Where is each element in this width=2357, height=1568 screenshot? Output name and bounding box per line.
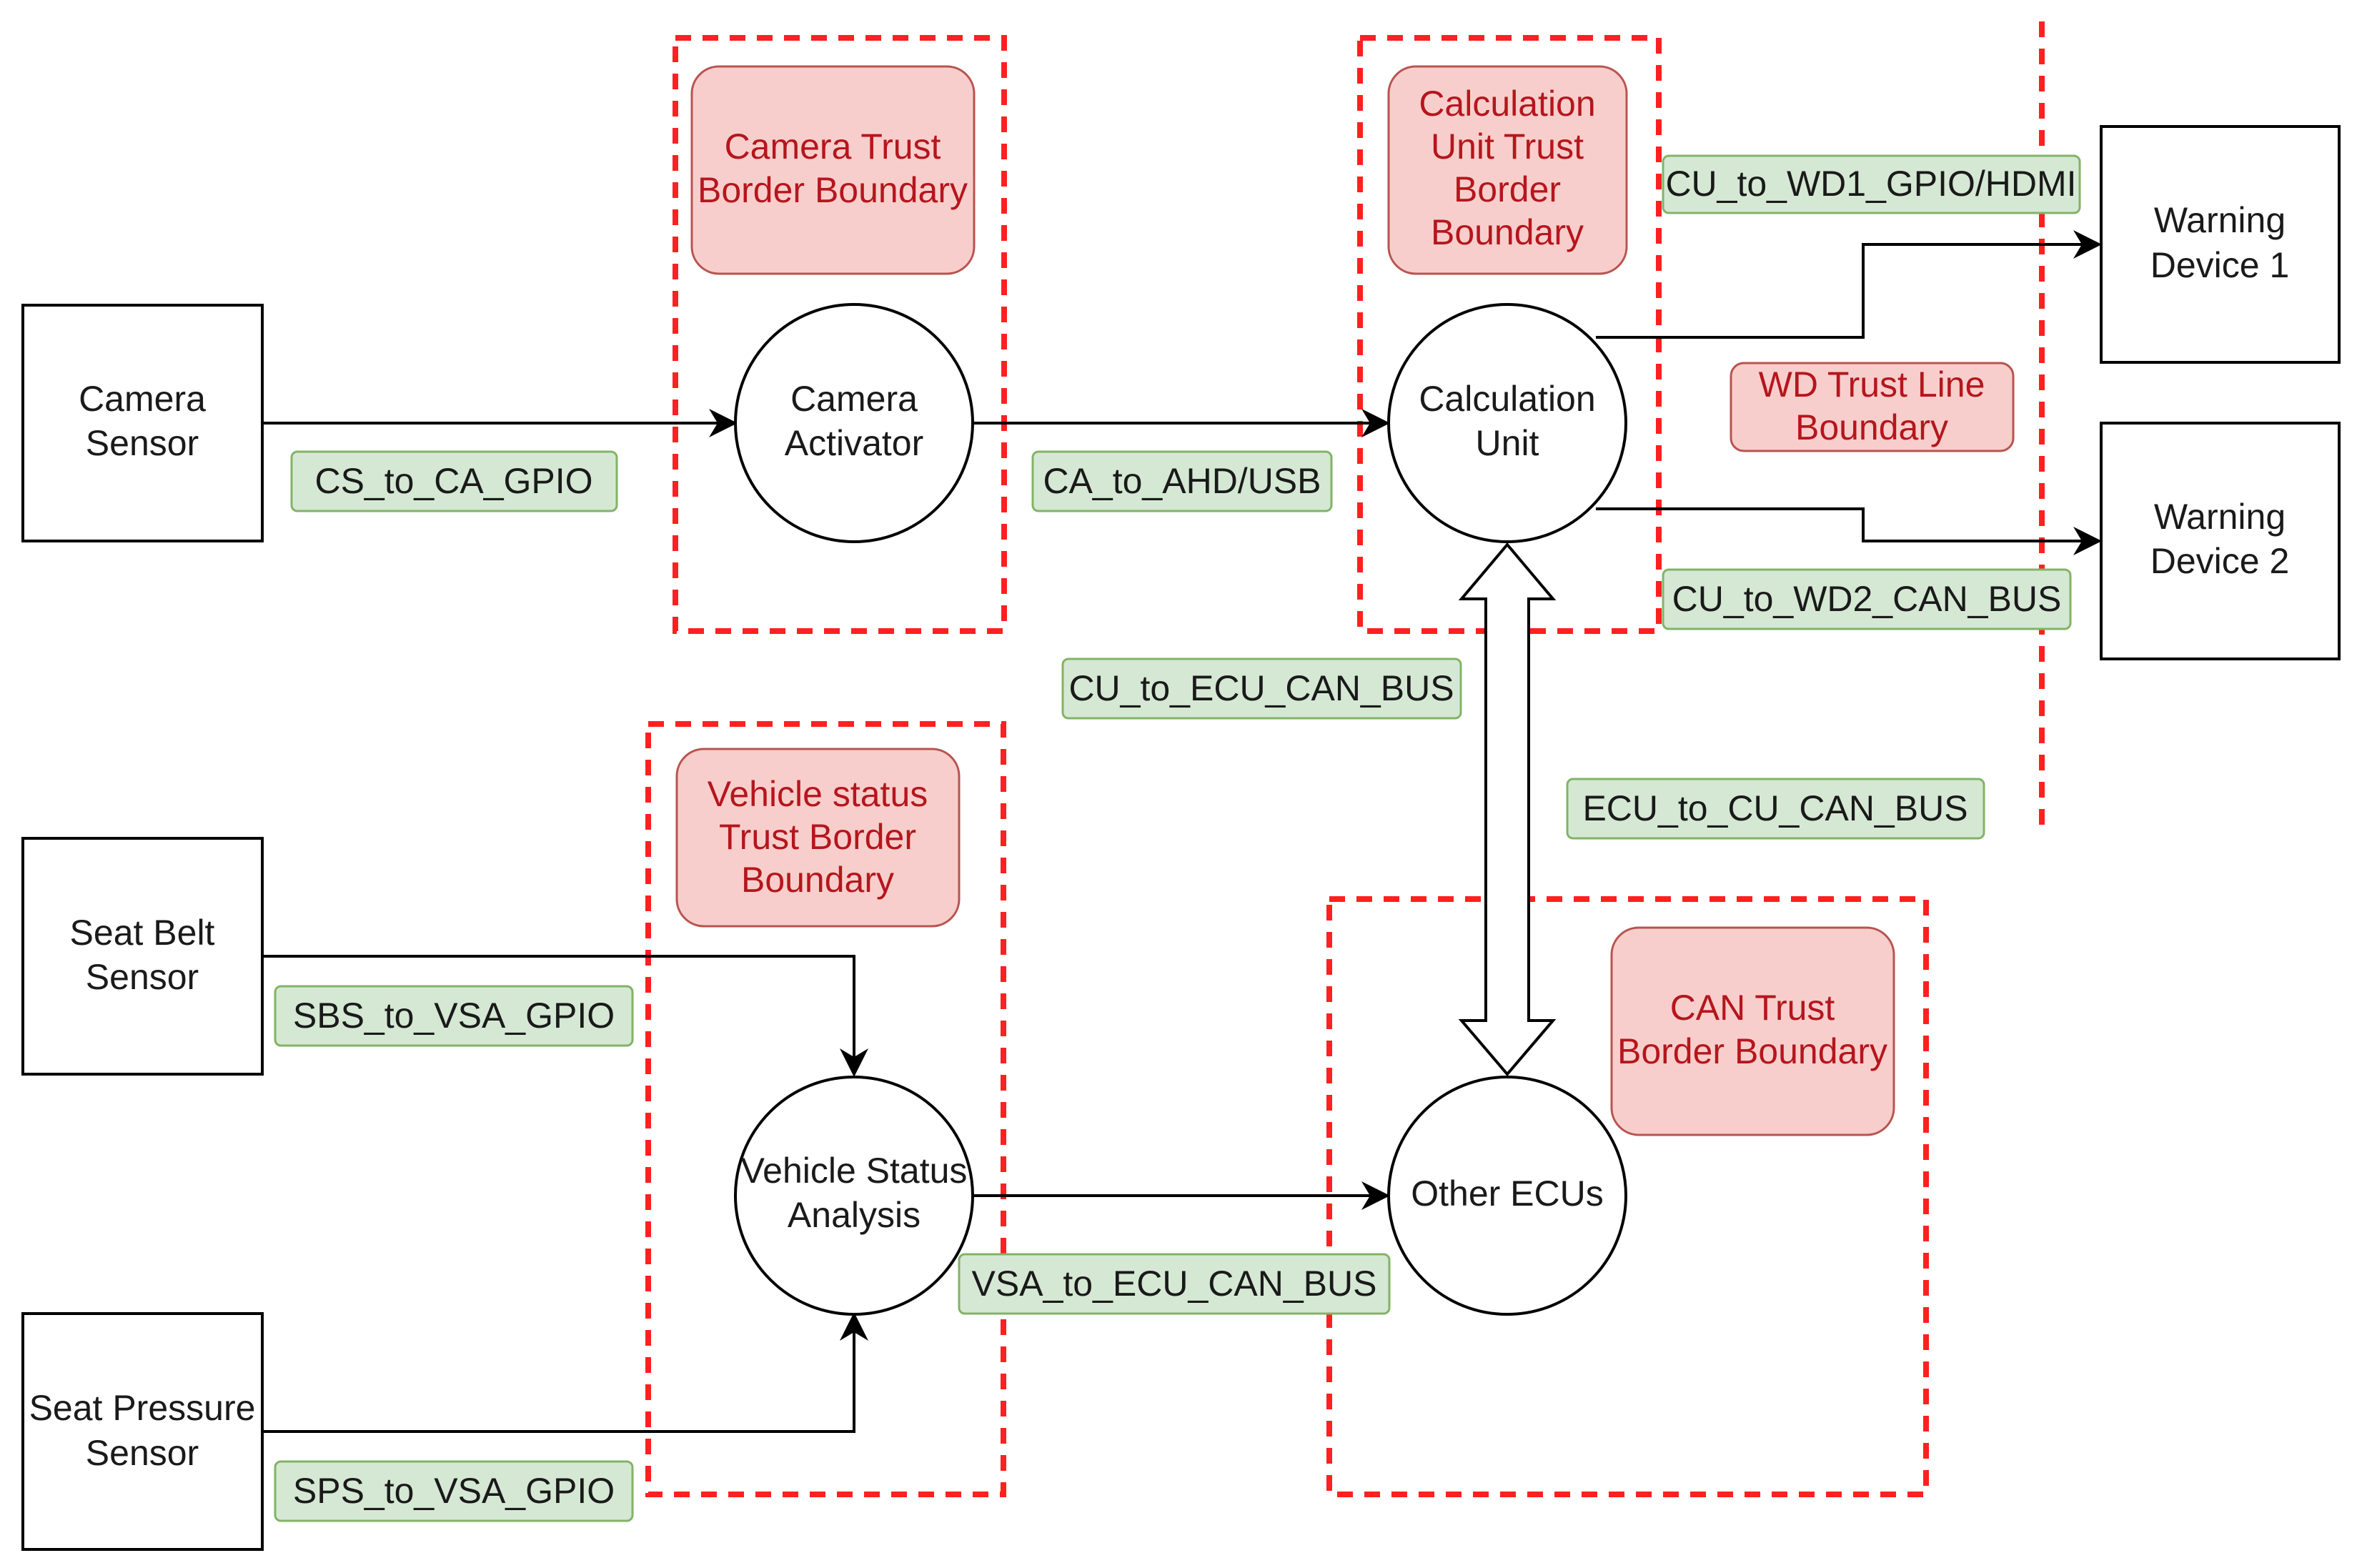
edge-sbs-to-vsa [262,955,868,1077]
cu-trust-label-line-3: Border [1454,169,1561,209]
flow-label-cu-to-wd1: CU_to_WD1_GPIO/HDMI [1662,154,2081,214]
warning-device-2-label-1: Warning [2154,497,2286,537]
seat-belt-sensor-entity[interactable]: Seat Belt Sensor [21,837,264,1076]
vehicle-status-analysis-label-2: Analysis [788,1195,921,1235]
flow-sps-to-vsa-text: SPS_to_VSA_GPIO [293,1471,615,1511]
seat-pressure-sensor-entity[interactable]: Seat Pressure Sensor [21,1312,264,1551]
flow-label-cu-to-ecu: CU_to_ECU_CAN_BUS [1061,658,1462,720]
warning-device-1-entity[interactable]: Warning Device 1 [2100,125,2341,364]
camera-sensor-label-2: Sensor [86,423,199,463]
camera-activator-label-1: Camera [790,379,918,419]
vs-trust-label-line-2: Trust Border [719,817,916,857]
flow-ca-to-cu-text: CA_to_AHD/USB [1043,461,1321,501]
flow-cu-to-wd1-text: CU_to_WD1_GPIO/HDMI [1665,164,2076,204]
flow-label-sbs-to-vsa: SBS_to_VSA_GPIO [274,985,634,1047]
camera-trust-label-line-2: Border Boundary [698,170,968,210]
vehicle-status-trust-label: Vehicle status Trust Border Boundary [675,748,961,928]
flow-label-vsa-to-ecu: VSA_to_ECU_CAN_BUS [958,1253,1391,1315]
flow-cs-to-ca-text: CS_to_CA_GPIO [314,461,592,501]
flow-label-ca-to-cu: CA_to_AHD/USB [1031,450,1333,512]
calculation-unit-label-2: Unit [1476,423,1539,463]
camera-activator-process[interactable]: Camera Activator [734,303,974,543]
cu-trust-label-line-4: Boundary [1431,212,1584,252]
flow-label-ecu-to-cu: ECU_to_CU_CAN_BUS [1566,778,1985,840]
seat-belt-sensor-label-2: Sensor [86,957,199,997]
vehicle-status-analysis-label-1: Vehicle Status [741,1151,968,1191]
seat-belt-sensor-label-1: Seat Belt [70,913,215,953]
wd-trust-label-line-2: Boundary [1795,407,1948,447]
warning-device-1-label-2: Device 1 [2150,245,2290,285]
other-ecus-process[interactable]: Other ECUs [1387,1076,1627,1316]
warning-device-1-label-1: Warning [2154,200,2286,240]
can-trust-label: CAN Trust Border Boundary [1610,926,1895,1136]
camera-activator-label-2: Activator [785,423,924,463]
can-trust-label-line-1: CAN Trust [1670,988,1835,1028]
flow-label-cs-to-ca: CS_to_CA_GPIO [290,450,618,512]
wd-trust-line-label: WD Trust Line Boundary [1730,362,2015,452]
flow-label-sps-to-vsa: SPS_to_VSA_GPIO [274,1460,634,1522]
vehicle-status-analysis-process[interactable]: Vehicle Status Analysis [734,1076,974,1316]
flow-sbs-to-vsa-text: SBS_to_VSA_GPIO [293,996,615,1036]
flow-cu-to-ecu-text: CU_to_ECU_CAN_BUS [1068,668,1454,708]
flow-ecu-to-cu-text: ECU_to_CU_CAN_BUS [1582,788,1968,828]
seat-pressure-sensor-label-1: Seat Pressure [29,1388,256,1428]
other-ecus-label: Other ECUs [1411,1173,1604,1214]
calculation-unit-trust-label: Calculation Unit Trust Border Boundary [1387,65,1628,275]
cu-trust-label-line-1: Calculation [1419,84,1595,124]
flow-vsa-to-ecu-text: VSA_to_ECU_CAN_BUS [972,1264,1377,1304]
vs-trust-label-line-3: Boundary [741,860,894,900]
can-trust-label-line-2: Border Boundary [1617,1031,1887,1071]
camera-trust-label-line-1: Camera Trust [725,126,941,167]
vs-trust-label-line-1: Vehicle status [708,774,928,814]
calculation-unit-label-1: Calculation [1419,379,1595,419]
camera-trust-boundary [673,35,1007,634]
edge-cu-to-wd2 [1596,507,2102,555]
edge-cu-to-wd1 [1596,230,2102,339]
seat-pressure-sensor-label-2: Sensor [86,1433,199,1473]
flow-cu-to-wd2-text: CU_to_WD2_CAN_BUS [1672,579,2062,619]
camera-sensor-entity[interactable]: Camera Sensor [21,304,264,542]
calculation-unit-process[interactable]: Calculation Unit [1387,303,1627,543]
camera-sensor-label-1: Camera [79,379,206,419]
flow-label-cu-to-wd2: CU_to_WD2_CAN_BUS [1662,568,2072,630]
vehicle-status-trust-boundary [645,721,1006,1497]
wd-trust-label-line-1: WD Trust Line [1759,364,1985,405]
edge-sps-to-vsa [262,1312,868,1433]
warning-device-2-entity[interactable]: Warning Device 2 [2100,422,2341,660]
cu-trust-label-line-2: Unit Trust [1431,126,1584,167]
camera-trust-label: Camera Trust Border Boundary [690,65,976,275]
warning-device-2-label-2: Device 2 [2150,541,2290,581]
cu-ecu-bidirectional-arrow [1458,542,1557,1077]
